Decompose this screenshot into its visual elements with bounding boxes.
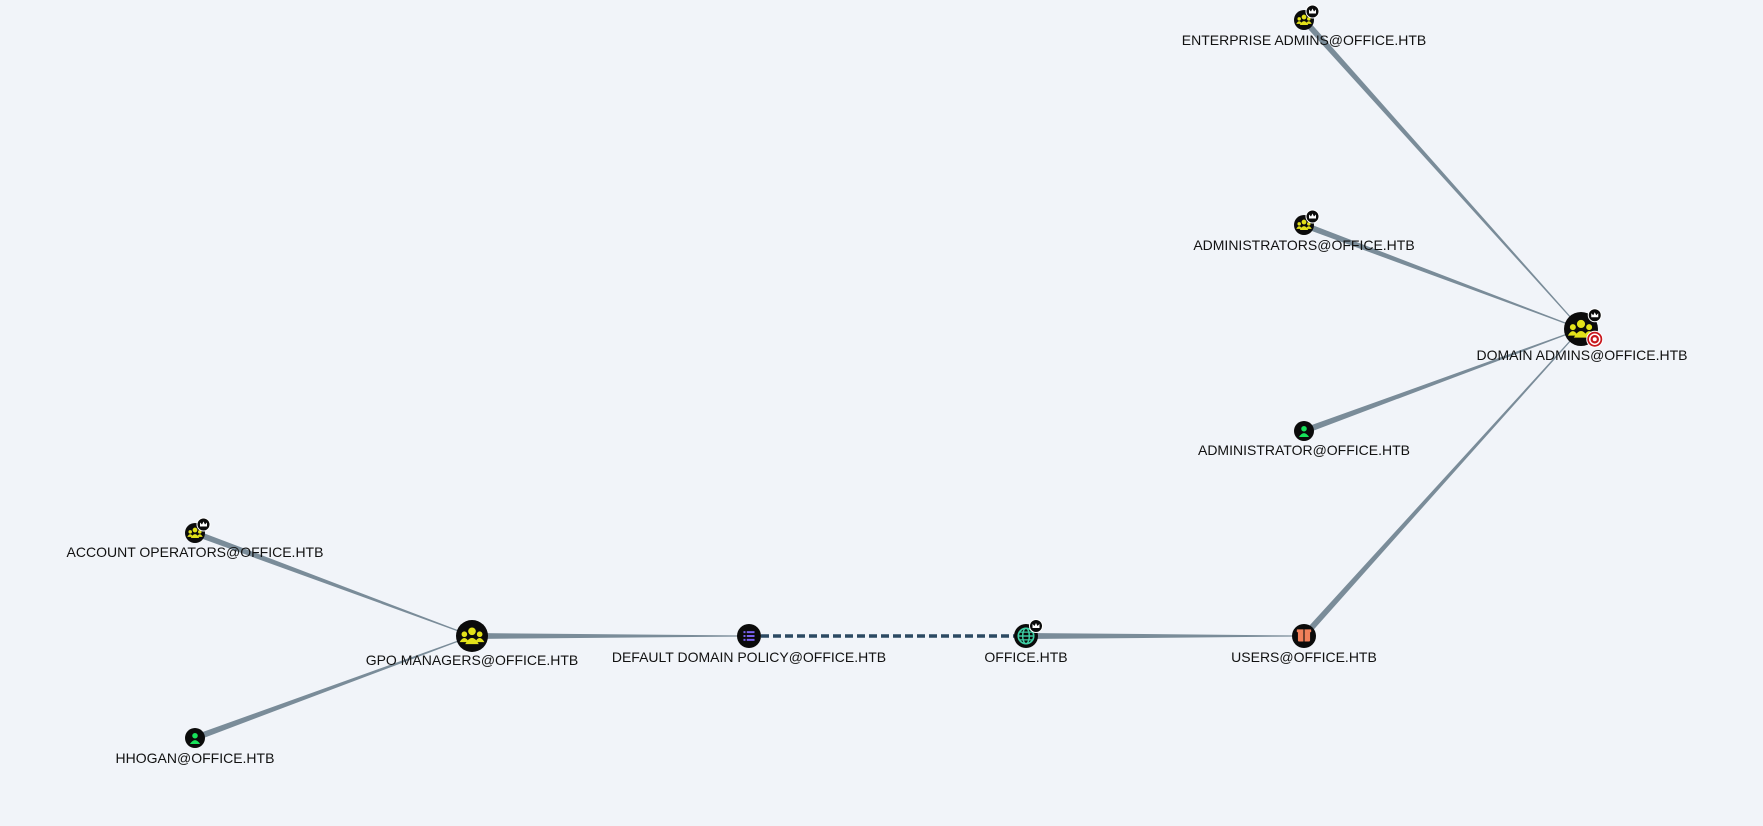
edge-hhogan-to-gpo_managers[interactable] [193,635,473,741]
node-hhogan[interactable]: HHOGAN@OFFICE.HTB [116,728,275,766]
node-label: USERS@OFFICE.HTB [1231,649,1377,665]
node-label: ACCOUNT OPERATORS@OFFICE.HTB [67,544,324,560]
node-users[interactable]: USERS@OFFICE.HTB [1231,624,1377,665]
edge-enterprise_admins-to-domain_admins[interactable] [1301,17,1582,330]
node-label: ADMINISTRATOR@OFFICE.HTB [1198,442,1410,458]
high-value-target-icon [1586,330,1604,348]
node-default-domain-policy[interactable]: DEFAULT DOMAIN POLICY@OFFICE.HTB [612,624,886,665]
box-icon [1292,624,1316,648]
crown-badge-icon [1305,4,1320,19]
node-label: DEFAULT DOMAIN POLICY@OFFICE.HTB [612,649,886,665]
node-office-htb[interactable]: OFFICE.HTB [984,619,1068,666]
node-gpo-managers[interactable]: GPO MANAGERS@OFFICE.HTB [366,620,579,668]
edge-account_operators-to-gpo_managers[interactable] [193,530,473,637]
node-administrators[interactable]: ADMINISTRATORS@OFFICE.HTB [1193,209,1415,253]
user-icon [1294,421,1314,441]
edge-administrators-to-domain_admins[interactable] [1302,222,1582,330]
node-account-operators[interactable]: ACCOUNT OPERATORS@OFFICE.HTB [67,517,324,560]
node-enterprise-admins[interactable]: ENTERPRISE ADMINS@OFFICE.HTB [1182,4,1426,48]
group-icon [1294,215,1314,235]
node-domain-admins[interactable]: DOMAIN ADMINS@OFFICE.HTB [1477,308,1688,363]
node-label: ENTERPRISE ADMINS@OFFICE.HTB [1182,32,1426,48]
node-label: ADMINISTRATORS@OFFICE.HTB [1193,237,1414,253]
user-icon [185,728,205,748]
list-icon [737,624,761,648]
node-label: OFFICE.HTB [984,649,1067,665]
group-icon [456,620,488,652]
node-administrator[interactable]: ADMINISTRATOR@OFFICE.HTB [1198,421,1410,458]
edge-administrator-to-domain_admins[interactable] [1302,328,1582,434]
crown-badge-icon [1305,209,1320,224]
edges-layer [193,17,1582,741]
node-label: HHOGAN@OFFICE.HTB [116,750,275,766]
edge-office_htb-to-users[interactable] [1026,633,1304,639]
edge-gpo_managers-to-default_domain_policy[interactable] [472,633,749,639]
node-label: GPO MANAGERS@OFFICE.HTB [366,652,579,668]
node-label: DOMAIN ADMINS@OFFICE.HTB [1477,347,1688,363]
crown-badge-icon [1029,619,1043,633]
nodes-layer: ENTERPRISE ADMINS@OFFICE.HTB ADMINISTRATO… [67,4,1688,766]
edge-users-to-domain_admins[interactable] [1301,328,1582,639]
crown-badge-icon [1587,308,1602,323]
crown-badge-icon [196,517,211,532]
